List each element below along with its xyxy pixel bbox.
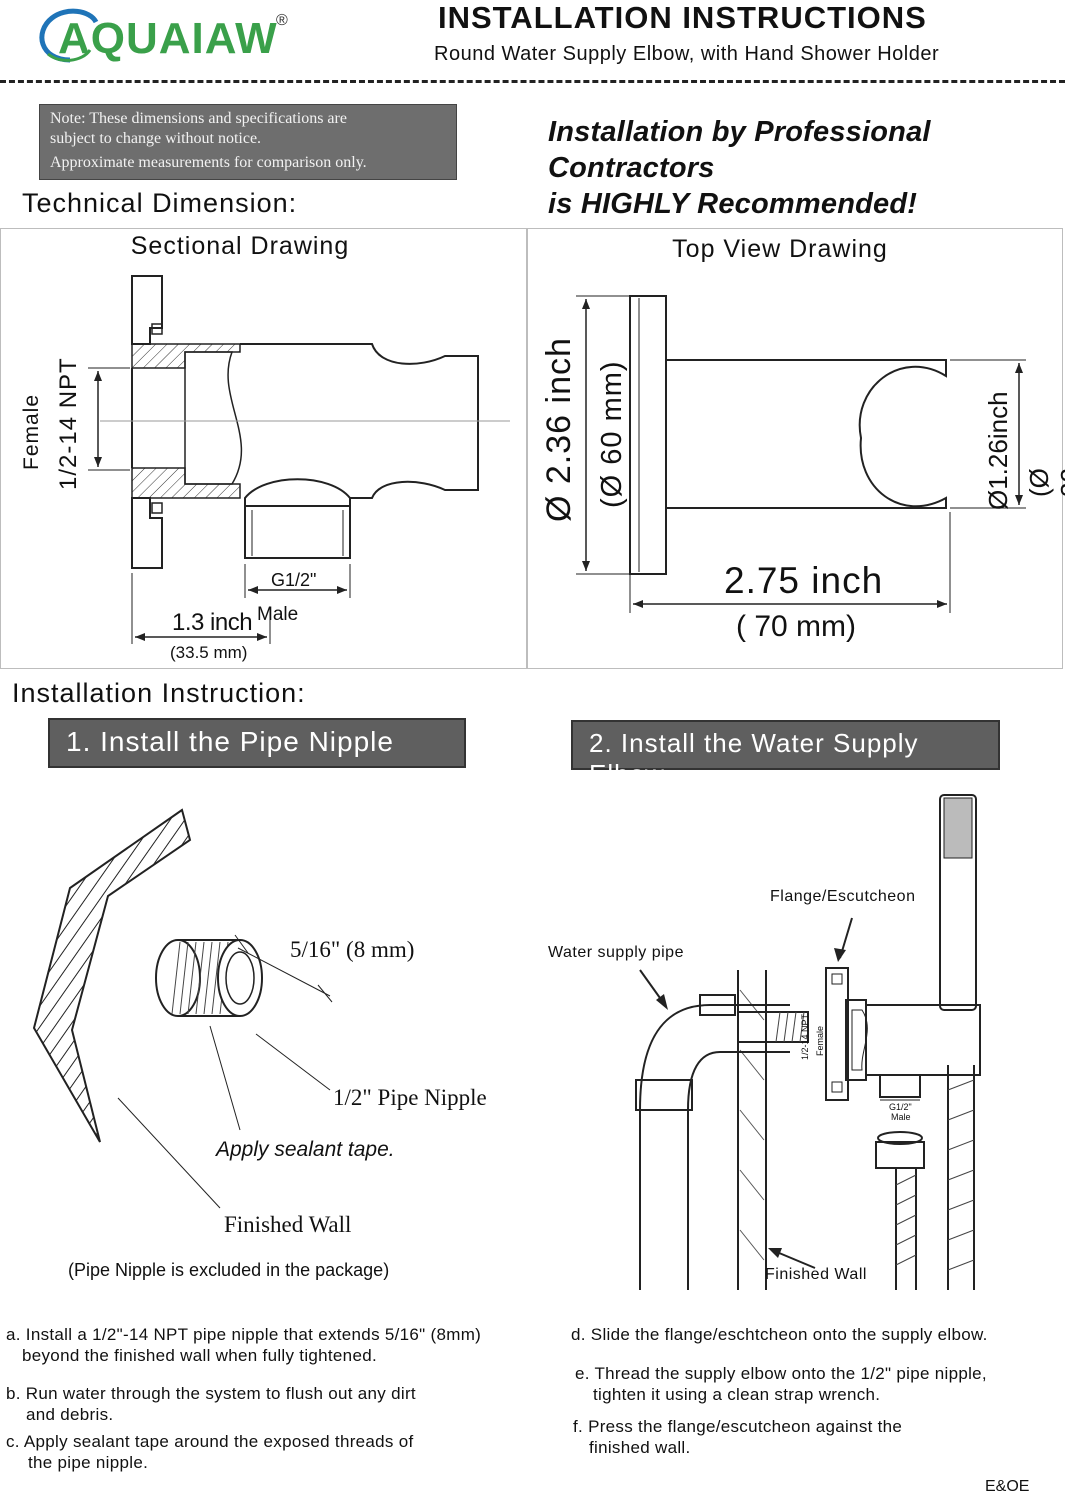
pipe-nipple-label: 1/2" Pipe Nipple xyxy=(333,1085,487,1110)
outlet-thread-label: G1/2" xyxy=(271,570,317,590)
step-c-line-2: the pipe nipple. xyxy=(28,1453,149,1472)
finished-wall-label-1: Finished Wall xyxy=(224,1212,352,1237)
step-a-line-2: beyond the finished wall when fully tigh… xyxy=(22,1346,377,1365)
logo-swirl-icon xyxy=(39,8,99,63)
note-box: Note: These dimensions and specification… xyxy=(39,104,457,180)
male-label: Male xyxy=(891,1112,911,1122)
recommendation-line-1: Installation by Professional Contractors xyxy=(548,116,931,184)
page-subtitle: Round Water Supply Elbow, with Hand Show… xyxy=(434,43,940,65)
steps-right: d. Slide the flange/eschtcheon onto the … xyxy=(571,1324,1061,1458)
step-b: b. Run water through the system to flush… xyxy=(6,1383,566,1425)
note-line-1: Note: These dimensions and specification… xyxy=(50,110,347,127)
pipe-nipple-illustration xyxy=(32,808,333,1209)
sectional-drawing xyxy=(88,275,510,644)
recommendation-line-2: is HIGHLY Recommended! xyxy=(548,188,918,220)
thread-type-label: Female xyxy=(20,393,43,470)
step-a: a. Install a 1/2"-14 NPT pipe nipple tha… xyxy=(6,1324,566,1366)
pipe-nipple-excluded-note: (Pipe Nipple is excluded in the package) xyxy=(68,1260,390,1280)
step-a-line-1: a. Install a 1/2"-14 NPT pipe nipple tha… xyxy=(6,1325,482,1344)
g-thread-label: G1/2" xyxy=(889,1102,912,1112)
note-line-2: subject to change without notice. xyxy=(50,130,262,147)
step-f: f. Press the flange/escutcheon against t… xyxy=(571,1416,1061,1458)
elbow-illustration xyxy=(635,794,981,1290)
thread-size-label: 1/2-14 NPT xyxy=(55,357,82,490)
outlet-male-label: Male xyxy=(257,604,299,625)
step-e-line-1: e. Thread the supply elbow onto the 1/2"… xyxy=(575,1364,987,1383)
nipple-extension-dimension: 5/16" (8 mm) xyxy=(290,937,415,962)
step1-header: 1. Install the Pipe Nipple xyxy=(48,718,466,768)
logo-text: AQUAIAW xyxy=(58,14,278,63)
flange-label: Flange/Escutcheon xyxy=(770,888,916,905)
registered-mark: ® xyxy=(276,12,288,29)
holder-mm-label: (Ø 32 mm) xyxy=(1024,468,1065,497)
sealant-tape-label: Apply sealant tape. xyxy=(216,1138,395,1161)
holder-inch-label: Ø1.26inch xyxy=(983,391,1013,510)
installation-heading: Installation Instruction: xyxy=(12,678,306,708)
npt-label: 1/2-14 NPT xyxy=(800,1013,810,1060)
footer-mark: E&OE xyxy=(985,1478,1030,1495)
step-d: d. Slide the flange/eschtcheon onto the … xyxy=(571,1324,1061,1345)
step-e-line-2: tighten it using a clean strap wrench. xyxy=(593,1385,881,1404)
length-mm-label: ( 70 mm) xyxy=(736,610,856,643)
diameter-mm-label: (Ø 60 mm) xyxy=(596,360,628,508)
topview-drawing xyxy=(576,295,1026,613)
step-e: e. Thread the supply elbow onto the 1/2"… xyxy=(571,1363,1061,1405)
sectional-title: Sectional Drawing xyxy=(130,232,350,260)
depth-mm-label: (33.5 mm) xyxy=(170,643,248,662)
note-line-3: Approximate measurements for comparison … xyxy=(50,154,367,171)
sectional-panel xyxy=(0,228,528,669)
page-title: INSTALLATION INSTRUCTIONS xyxy=(438,0,927,35)
step-b-line-1: b. Run water through the system to flush… xyxy=(6,1384,416,1403)
steps-left: a. Install a 1/2"-14 NPT pipe nipple tha… xyxy=(6,1324,566,1473)
depth-inch-label: 1.3 inch xyxy=(172,609,253,636)
step-b-line-2: and debris. xyxy=(26,1405,114,1424)
step-c-line-1: c. Apply sealant tape around the exposed… xyxy=(6,1432,414,1451)
technical-heading: Technical Dimension: xyxy=(22,188,298,218)
topview-panel xyxy=(526,228,1063,669)
step-f-line-1: f. Press the flange/escutcheon against t… xyxy=(573,1417,903,1436)
diameter-inch-label: Ø 2.36 inch xyxy=(540,337,578,522)
supply-pipe-label: Water supply pipe xyxy=(548,944,684,961)
recommendation: Installation by Professional Contractors… xyxy=(548,114,1065,222)
step-f-line-2: finished wall. xyxy=(589,1438,691,1457)
length-inch-label: 2.75 inch xyxy=(724,560,884,601)
step-d-line-1: d. Slide the flange/eschtcheon onto the … xyxy=(571,1325,988,1344)
topview-title: Top View Drawing xyxy=(672,235,888,263)
brand-logo xyxy=(30,2,300,72)
header-divider xyxy=(0,80,1065,83)
step2-header: 2. Install the Water Supply Elbow xyxy=(571,720,1000,789)
finished-wall-label-2: Finished Wall xyxy=(765,1266,867,1283)
female-label: Female xyxy=(815,1025,825,1056)
step-c: c. Apply sealant tape around the exposed… xyxy=(6,1431,566,1473)
